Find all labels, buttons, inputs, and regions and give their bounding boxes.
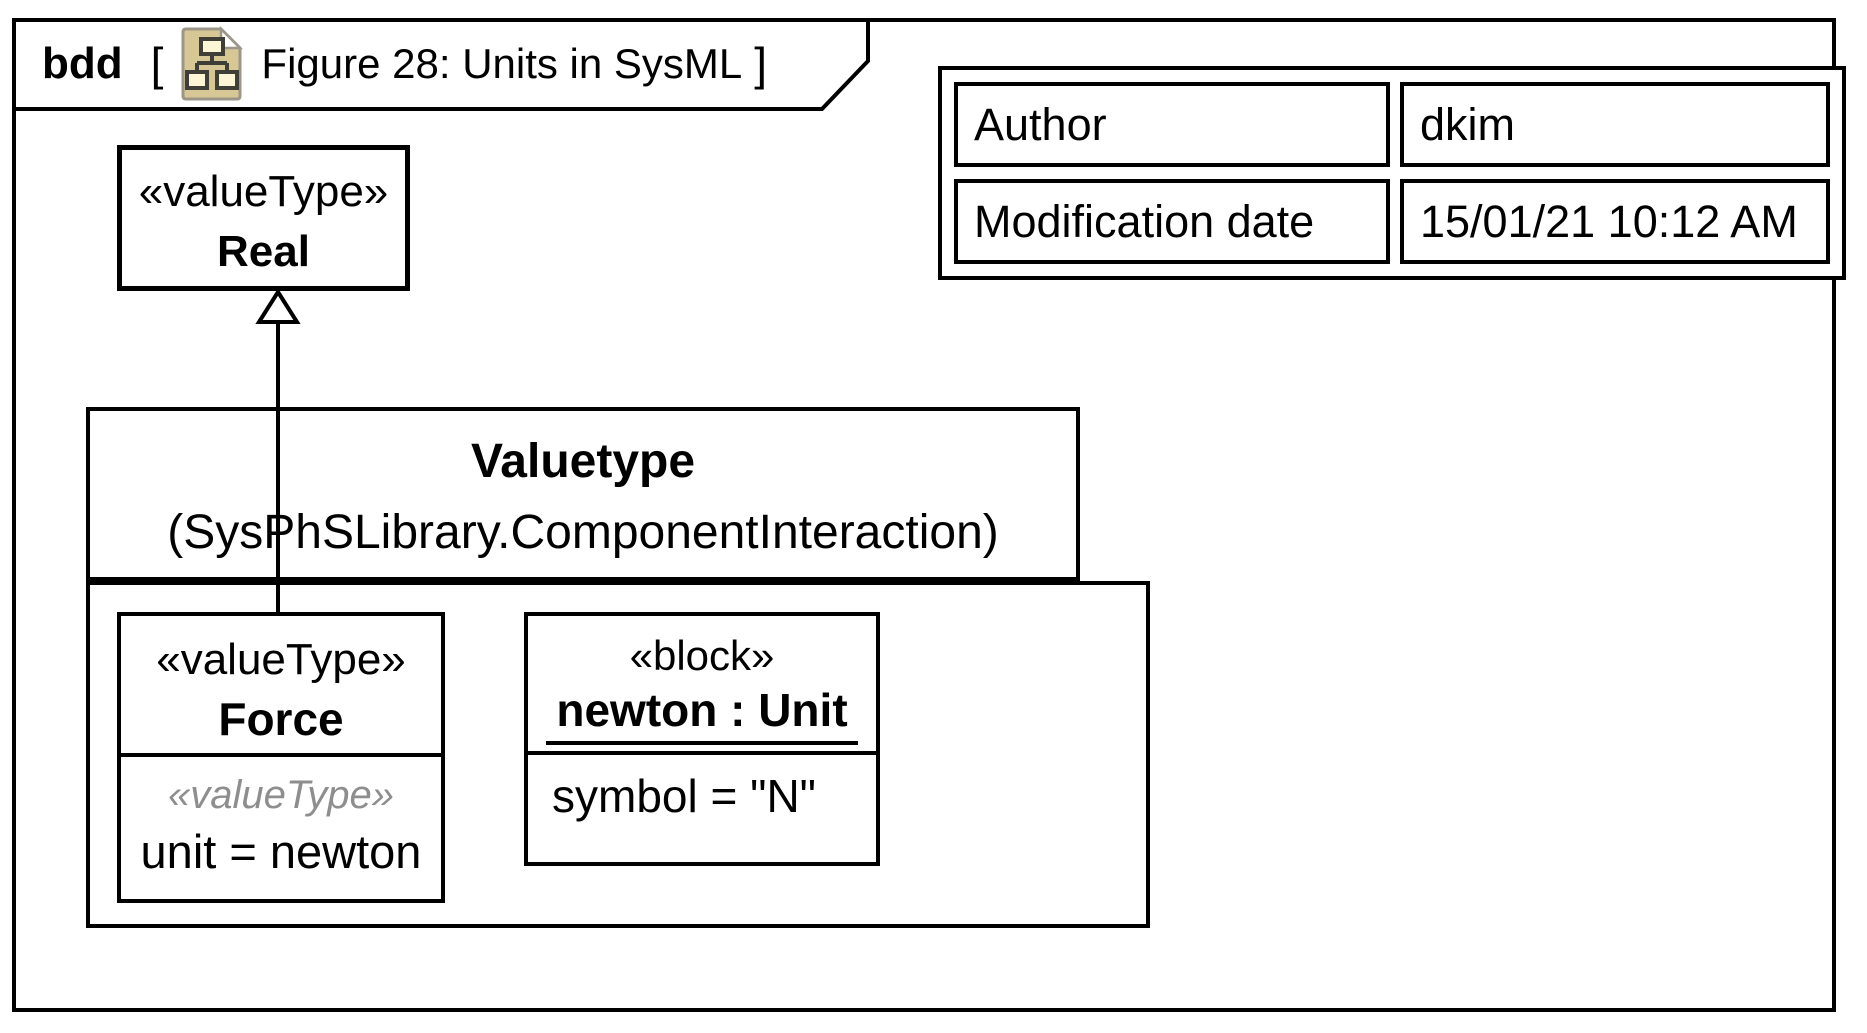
force-slot-stereotype: «valueType» <box>167 773 395 817</box>
info-label-text: Author <box>974 98 1107 150</box>
info-label-modification-date[interactable]: Modification date <box>954 179 1390 264</box>
force-name-compartment: «valueType» Force <box>121 616 441 757</box>
newton-slot-value: symbol = "N" <box>552 770 817 822</box>
newton-slot-compartment: symbol = "N" <box>528 755 876 823</box>
diagram-title: Figure 28: Units in SysML <box>261 39 743 87</box>
info-value-text: dkim <box>1420 98 1516 150</box>
close-bracket: ] <box>754 37 768 90</box>
newton-name-compartment: «block» newton : Unit <box>528 616 876 755</box>
newton-name: newton : Unit <box>546 684 858 745</box>
force-slot-value: unit = newton <box>140 825 422 878</box>
force-slot-compartment: «valueType» unit = newton <box>121 757 441 883</box>
info-value-text: 15/01/21 10:12 AM <box>1420 195 1798 247</box>
info-label-text: Modification date <box>974 195 1315 247</box>
newton-stereotype: «block» <box>629 632 775 679</box>
newton-unit-block[interactable]: «block» newton : Unit symbol = "N" <box>524 612 880 866</box>
info-label-author[interactable]: Author <box>954 82 1390 167</box>
real-stereotype: «valueType» <box>138 167 389 216</box>
info-value-modification-date[interactable]: 15/01/21 10:12 AM <box>1400 179 1830 264</box>
real-name: Real <box>217 227 310 276</box>
valuetype-name: Valuetype <box>470 435 696 488</box>
valuetype-qualified-name: (SysPhSLibrary.ComponentInteraction) <box>167 506 999 559</box>
force-name: Force <box>218 693 344 745</box>
diagram-info-table[interactable]: Author dkim Modification date 15/01/21 1… <box>938 66 1846 280</box>
valuetype-block-header[interactable]: Valuetype (SysPhSLibrary.ComponentIntera… <box>86 407 1080 581</box>
force-stereotype: «valueType» <box>156 635 406 684</box>
info-value-author[interactable]: dkim <box>1400 82 1830 167</box>
frame-tab: bdd [ Figure 28: Units in SysML ] <box>42 18 767 109</box>
diagram-tree-document-icon <box>181 25 244 100</box>
diagram-kind-label: bdd <box>42 38 123 88</box>
force-block[interactable]: «valueType» Force «valueType» unit = new… <box>117 612 445 903</box>
open-bracket: [ <box>150 37 164 90</box>
real-block[interactable]: «valueType» Real <box>117 145 410 291</box>
